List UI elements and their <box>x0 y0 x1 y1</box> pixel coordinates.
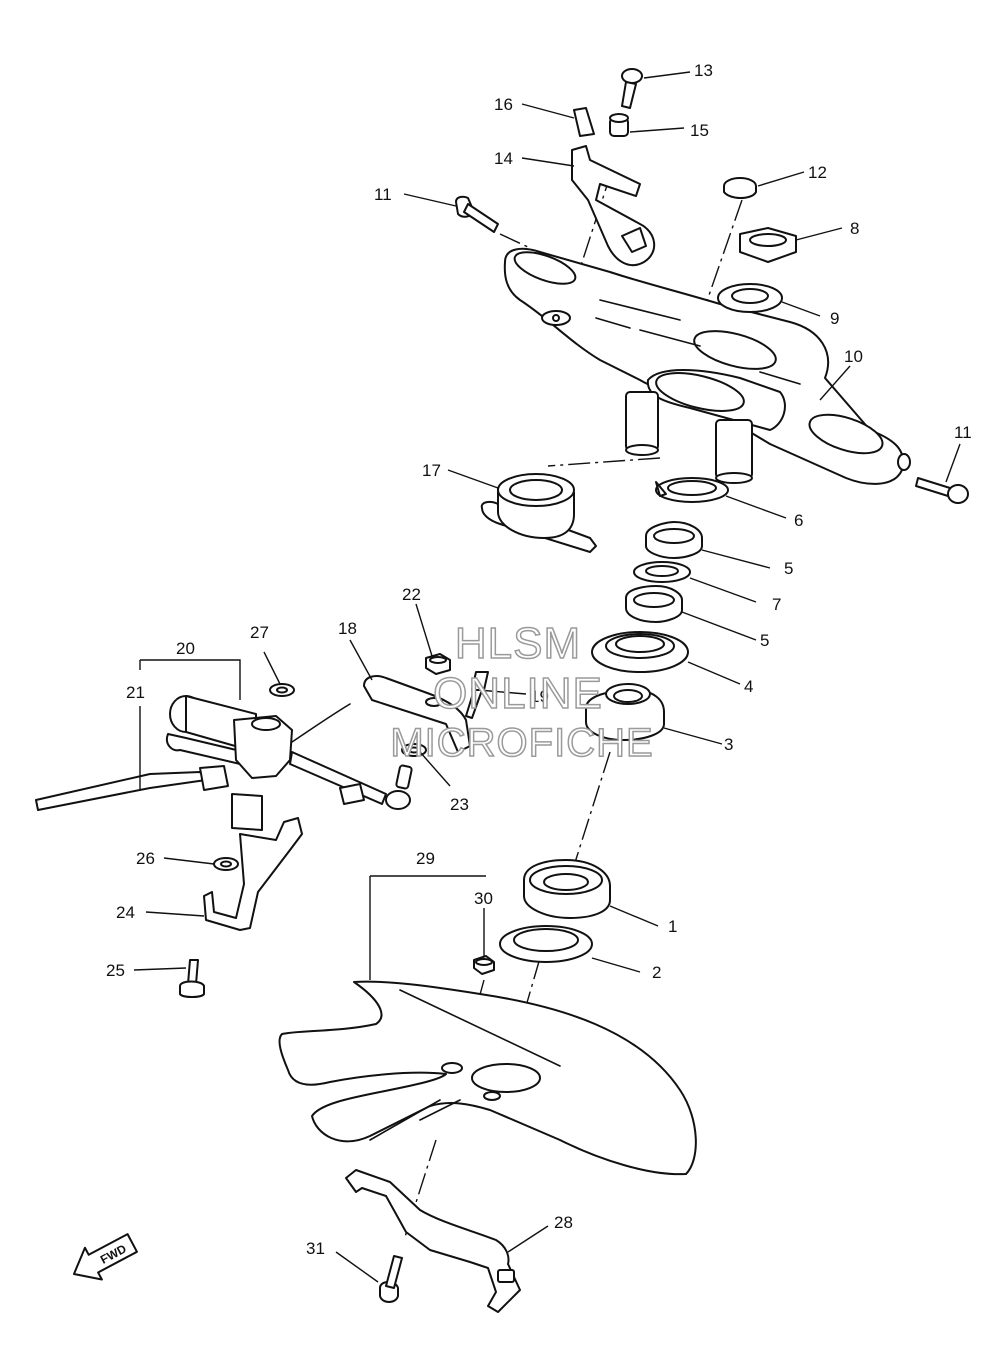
seal-2 <box>499 925 593 963</box>
callout-5a: 5 <box>784 559 793 578</box>
bracket-28 <box>345 1169 521 1313</box>
steering-damper-20 <box>166 695 413 831</box>
callout-7: 7 <box>772 595 781 614</box>
watermark-line-3: MICROFICHE <box>390 721 653 765</box>
callout-12: 12 <box>808 163 827 182</box>
collar-15 <box>609 113 629 137</box>
cover-17 <box>480 473 597 553</box>
watermark: HLSM ONLINE MICROFICHE <box>390 618 654 766</box>
callout-18: 18 <box>338 619 357 638</box>
bearing-1 <box>523 859 611 919</box>
bolt-11-right <box>915 477 969 504</box>
callout-25: 25 <box>106 961 125 980</box>
holder-14 <box>571 145 655 267</box>
callout-11a: 11 <box>374 185 392 204</box>
watermark-line-2: ONLINE <box>433 669 603 718</box>
callout-3: 3 <box>724 735 733 754</box>
callout-16: 16 <box>494 95 513 114</box>
callout-27: 27 <box>250 623 269 642</box>
callout-21: 21 <box>126 683 145 702</box>
callout-14: 14 <box>494 149 513 168</box>
callout-2: 2 <box>652 963 661 982</box>
callout-1: 1 <box>668 917 677 936</box>
nut-30 <box>473 955 495 975</box>
callout-9: 9 <box>830 309 839 328</box>
leader-lines <box>133 71 961 1283</box>
bracket-18 <box>363 675 471 753</box>
washer-23 <box>401 743 427 757</box>
cap-12 <box>723 177 757 199</box>
bolt-11-left <box>455 195 499 233</box>
bolt-13 <box>621 68 643 109</box>
callout-6: 6 <box>794 511 803 530</box>
callout-17: 17 <box>422 461 441 480</box>
washer-7 <box>633 561 691 583</box>
callout-30: 30 <box>474 889 493 908</box>
washer-26 <box>213 857 239 871</box>
bearing-3 <box>585 683 665 741</box>
bolt-31 <box>379 1255 403 1303</box>
callout-23: 23 <box>450 795 469 814</box>
washer-27 <box>269 683 295 697</box>
callout-15: 15 <box>690 121 709 140</box>
callout-31: 31 <box>306 1239 325 1258</box>
bracket-16 <box>573 107 595 137</box>
callout-8: 8 <box>850 219 859 238</box>
callout-10: 10 <box>844 347 863 366</box>
ring-nut-5-lower <box>625 585 683 623</box>
callout-26: 26 <box>136 849 155 868</box>
callout-labels: 1 2 3 4 5 5 6 7 8 9 10 11 11 12 13 14 15… <box>106 61 972 1258</box>
cover-4 <box>591 631 689 673</box>
bolt-25 <box>179 959 205 998</box>
callout-20: 20 <box>176 639 195 658</box>
upper-bracket <box>503 247 911 485</box>
callout-29: 29 <box>416 849 435 868</box>
washer-9 <box>717 283 783 313</box>
nut-8 <box>739 227 797 263</box>
callout-13: 13 <box>694 61 713 80</box>
band-21 <box>35 765 229 811</box>
fwd-arrow: FWD <box>72 1233 138 1281</box>
callout-19: 19 <box>530 687 549 706</box>
callout-4: 4 <box>744 677 753 696</box>
watermark-line-1: HLSM <box>455 619 581 668</box>
ring-nut-5-upper <box>645 521 703 559</box>
lock-washer-6 <box>655 477 729 503</box>
nut-22 <box>425 653 451 675</box>
callout-24: 24 <box>116 903 135 922</box>
callout-22: 22 <box>402 585 421 604</box>
callout-11b: 11 <box>954 423 972 442</box>
callout-28: 28 <box>554 1213 573 1232</box>
callout-5b: 5 <box>760 631 769 650</box>
under-bracket-29 <box>278 980 697 1176</box>
bracket-24 <box>203 817 303 931</box>
